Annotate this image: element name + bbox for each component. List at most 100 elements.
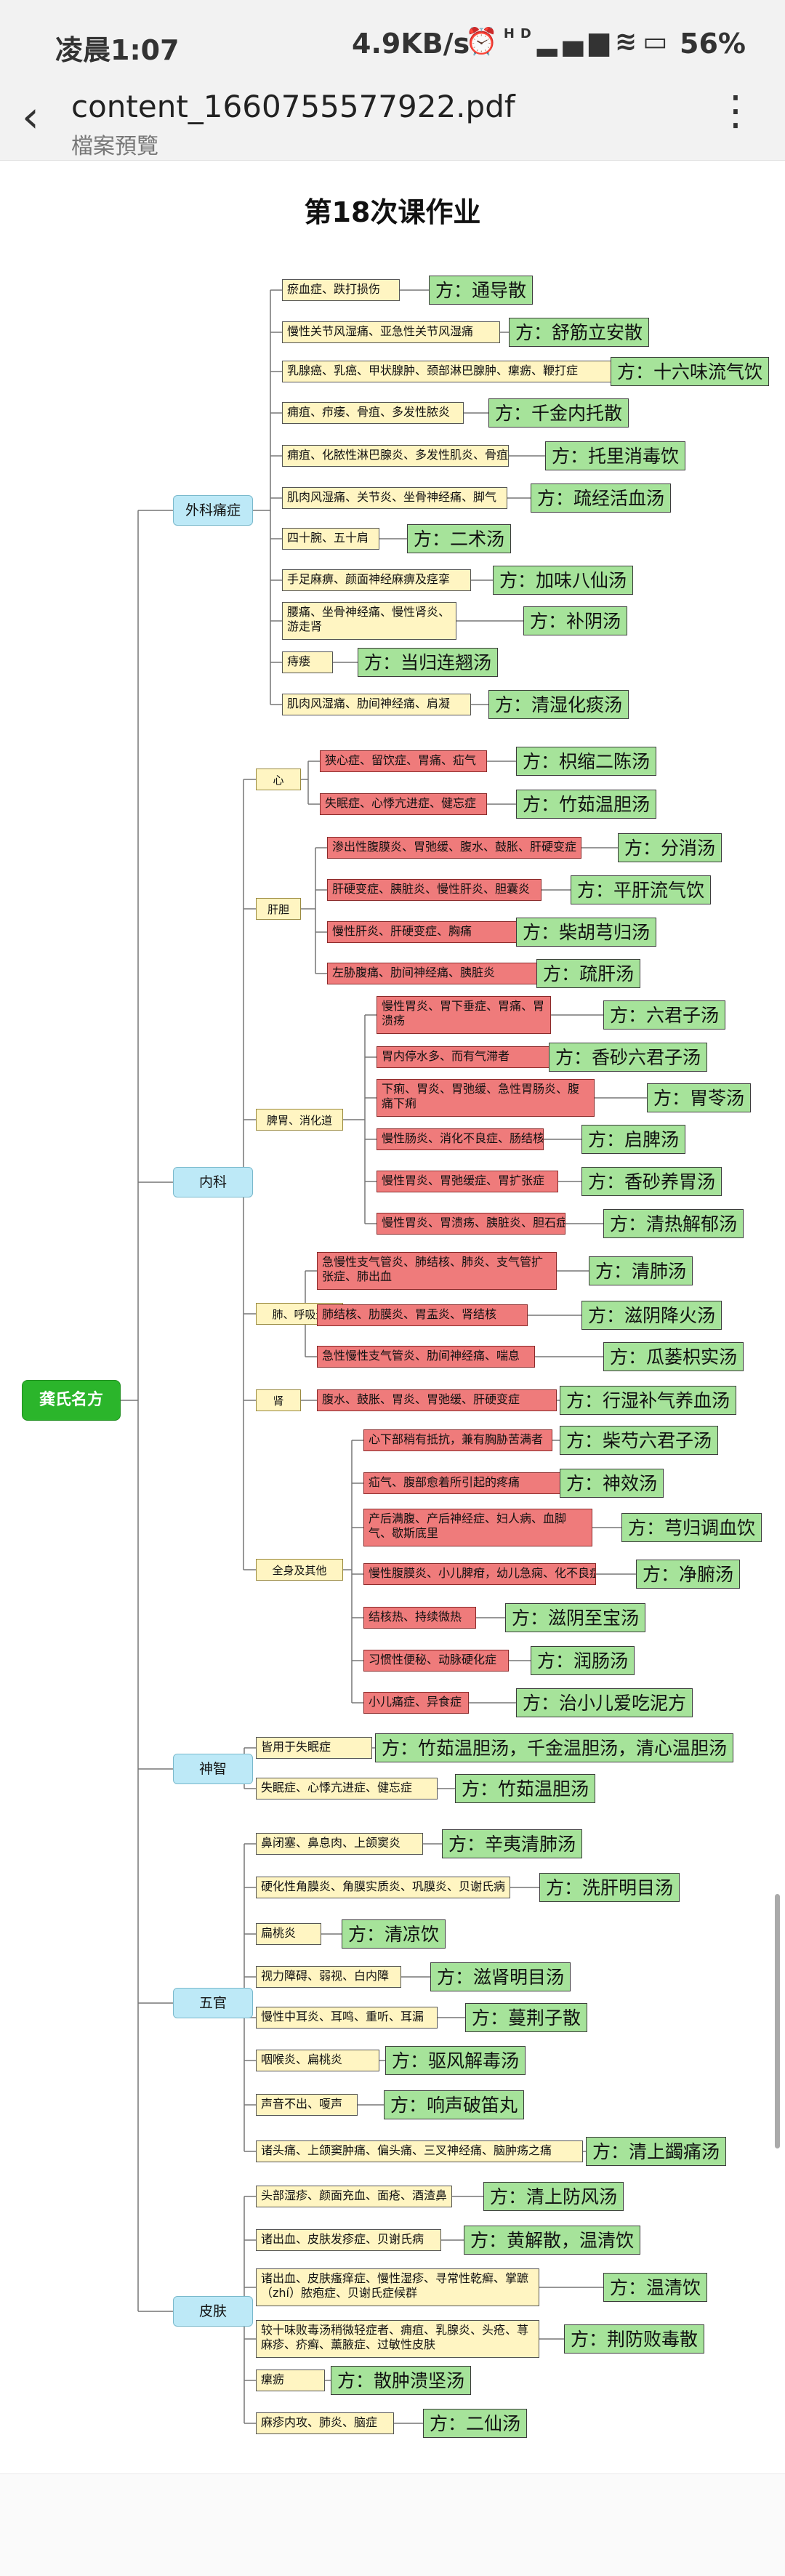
symptom-box: 慢性胃炎、胃溃疡、胰脏炎、胆石症 bbox=[377, 1213, 565, 1235]
symptom-box: 慢性肠炎、消化不良症、肠结核 bbox=[377, 1128, 544, 1150]
symptom-box: 痔瘘 bbox=[282, 651, 333, 673]
symptom-box: 渗出性腹膜炎、胃弛缓、腹水、鼓胀、肝硬变症 bbox=[327, 837, 581, 859]
symptom-box: 瘀血症、跌打损伤 bbox=[282, 279, 400, 301]
status-net-speed: 4.9KB/s bbox=[352, 28, 470, 60]
symptom-box: 下痢、胃炎、胃弛缓、急性胃肠炎、腹痛下痢 bbox=[377, 1079, 595, 1117]
symptom-box: 腹水、鼓胀、胃炎、胃弛缓、肝硬变症 bbox=[317, 1389, 557, 1411]
symptom-box: 诸头痛、上颌窦肿痛、偏头痛、三叉神经痛、脑肿疡之痛 bbox=[256, 2140, 583, 2162]
symptom-box: 小儿痛症、异食症 bbox=[363, 1692, 469, 1714]
symptom-box: 声音不出、嗄声 bbox=[256, 2094, 358, 2116]
prescription-box: 方：柴芍六君子汤 bbox=[560, 1426, 719, 1455]
prescription-box: 方：补阴汤 bbox=[523, 606, 628, 635]
app-toolbar: ‹ content_1660755577922.pdf 檔案預覽 ⋮ bbox=[0, 87, 785, 161]
symptom-box: 手足麻痹、颜面神经麻痹及痉挛 bbox=[282, 569, 471, 591]
hd-signal-icon: HD bbox=[503, 26, 537, 41]
prescription-box: 方：润肠汤 bbox=[531, 1646, 635, 1675]
prescription-box: 方：疏经活血汤 bbox=[531, 483, 672, 513]
prescription-box: 方：清热解郁汤 bbox=[603, 1209, 744, 1238]
prescription-box: 方：行湿补气养血汤 bbox=[560, 1386, 737, 1415]
symptom-box: 诸出血、皮肤瘙痒症、慢性湿疹、寻常性乾癣、掌蹠（zhí）脓疱症、贝谢氏症候群 bbox=[256, 2268, 539, 2306]
symptom-box: 狭心症、留饮症、胃痛、疝气 bbox=[320, 750, 487, 772]
prescription-box: 方：柴胡芎归汤 bbox=[516, 918, 657, 947]
symptom-box: 肌肉风湿痛、肋间神经痛、肩凝 bbox=[282, 694, 471, 715]
prescription-box: 方：清湿化痰汤 bbox=[488, 690, 629, 719]
symptom-box: 腰痛、坐骨神经痛、慢性肾炎、游走肾 bbox=[282, 602, 456, 640]
symptom-box: 失眠症、心悸亢进症、健忘症 bbox=[256, 1778, 438, 1799]
symptom-box: 较十味败毒汤稍微轻症者、痈疽、乳腺炎、头疮、荨麻疹、疥癣、薰腋症、过敏性皮肤 bbox=[256, 2320, 539, 2358]
back-icon[interactable]: ‹ bbox=[22, 92, 39, 143]
prescription-box: 方：十六味流气饮 bbox=[611, 357, 770, 386]
symptom-box: 痈疽、疖痿、骨疽、多发性脓炎 bbox=[282, 402, 464, 424]
symptom-box: 慢性胃炎、胃下垂症、胃痛、胃溃疡 bbox=[377, 996, 551, 1034]
symptom-box: 扁桃炎 bbox=[256, 1923, 321, 1945]
symptom-box: 肝硬变症、胰脏炎、慢性肝炎、胆囊炎 bbox=[327, 879, 542, 901]
prescription-box: 方：滋阴至宝汤 bbox=[505, 1603, 646, 1632]
prescription-box: 方：神效汤 bbox=[560, 1469, 664, 1498]
prescription-box: 方：二仙汤 bbox=[423, 2409, 528, 2438]
symptom-box: 失眠症、心悸亢进症、健忘症 bbox=[320, 793, 487, 815]
prescription-box: 方：竹茹温胆汤，千金温胆汤，清心温胆汤 bbox=[375, 1733, 734, 1762]
scrollbar[interactable] bbox=[775, 1894, 780, 2148]
prescription-box: 方：枳缩二陈汤 bbox=[516, 747, 657, 776]
category-node: 内科 bbox=[173, 1167, 253, 1197]
prescription-box: 方：荆防败毒散 bbox=[564, 2324, 705, 2354]
prescription-box: 方：竹茹温胆汤 bbox=[455, 1774, 596, 1803]
symptom-box: 结核热、持续微热 bbox=[363, 1607, 476, 1629]
symptom-box: 慢性肝炎、肝硬变症、胸痛 bbox=[327, 921, 538, 943]
symptom-box: 咽喉炎、扁桃炎 bbox=[256, 2050, 379, 2071]
prescription-box: 方：分消汤 bbox=[618, 833, 722, 862]
symptom-box: 鼻闭塞、鼻息肉、上颌窦炎 bbox=[256, 1833, 423, 1855]
file-subtitle: 檔案預覽 bbox=[71, 134, 158, 159]
symptom-box: 产后满腹、产后神经症、妇人病、血脚气、歇斯底里 bbox=[363, 1509, 592, 1546]
group-node: 全身及其他 bbox=[256, 1559, 343, 1581]
more-options-icon[interactable]: ⋮ bbox=[715, 87, 757, 135]
prescription-box: 方：当归连翘汤 bbox=[358, 648, 499, 677]
prescription-box: 方：洗肝明目汤 bbox=[539, 1873, 680, 1902]
category-node: 皮肤 bbox=[173, 2296, 253, 2327]
prescription-box: 方：竹茹温胆汤 bbox=[516, 790, 657, 819]
status-time: 凌晨1:07 bbox=[55, 34, 180, 66]
symptom-box: 瘰疬 bbox=[256, 2370, 325, 2391]
symptom-box: 慢性中耳炎、耳鸣、重听、耳漏 bbox=[256, 2007, 438, 2029]
symptom-box: 硬化性角膜炎、角膜实质炎、巩膜炎、贝谢氏病 bbox=[256, 1877, 510, 1898]
prescription-box: 方：香砂养胃汤 bbox=[581, 1167, 722, 1196]
symptom-box: 慢性胃炎、胃弛缓症、胃扩张症 bbox=[377, 1171, 558, 1192]
symptom-box: 诸出血、皮肤发疹症、贝谢氏病 bbox=[256, 2229, 441, 2251]
prescription-box: 方：黄解散，温清饮 bbox=[464, 2226, 641, 2255]
prescription-box: 方：清凉饮 bbox=[342, 1919, 446, 1949]
category-node: 五官 bbox=[173, 1988, 253, 2018]
symptom-box: 皆用于失眠症 bbox=[256, 1737, 372, 1759]
prescription-box: 方：净腑汤 bbox=[636, 1560, 741, 1589]
bottom-area bbox=[0, 2473, 785, 2576]
symptom-box: 四十腕、五十肩 bbox=[282, 528, 379, 550]
symptom-box: 头部湿疹、颜面充血、面疮、酒渣鼻 bbox=[256, 2186, 452, 2207]
symptom-box: 习惯性便秘、动脉硬化症 bbox=[363, 1650, 509, 1672]
prescription-box: 方：启脾汤 bbox=[581, 1125, 686, 1154]
prescription-box: 方：芎归调血饮 bbox=[621, 1513, 762, 1542]
symptom-box: 视力障碍、弱视、白内障 bbox=[256, 1966, 401, 1988]
prescription-box: 方：托里消毒饮 bbox=[545, 441, 686, 470]
symptom-box: 肺结核、肋膜炎、胃盂炎、肾结核 bbox=[317, 1304, 528, 1326]
prescription-box: 方：清上防风汤 bbox=[483, 2182, 624, 2211]
prescription-box: 方：瓜蒌枳实汤 bbox=[603, 1342, 744, 1371]
prescription-box: 方：六君子汤 bbox=[603, 1000, 726, 1030]
pdf-page[interactable]: 第18次课作业 龚氏名方外科痛症瘀血症、跌打损伤方：通导散慢性关节风湿痛、亚急性… bbox=[0, 161, 785, 2473]
prescription-box: 方：平肝流气饮 bbox=[571, 875, 712, 904]
prescription-box: 方：通导散 bbox=[429, 276, 534, 305]
group-node: 肾 bbox=[256, 1389, 301, 1411]
prescription-box: 方：治小儿爱吃泥方 bbox=[516, 1688, 693, 1717]
prescription-box: 方：疏肝汤 bbox=[536, 959, 641, 988]
root-node: 龚氏名方 bbox=[22, 1380, 121, 1421]
prescription-box: 方：响声破笛丸 bbox=[384, 2090, 525, 2119]
prescription-box: 方：温清饮 bbox=[603, 2273, 708, 2302]
symptom-box: 慢性腹膜炎、小儿脾疳，幼儿急痫、化不良症 bbox=[363, 1563, 596, 1585]
symptom-box: 急慢性支气管炎、肺结核、肺炎、支气管扩张症、肺出血 bbox=[317, 1252, 557, 1290]
status-bar: 凌晨1:07 4.9KB/s ⏰HD▂▄▆≋▭ 56% bbox=[0, 0, 785, 87]
prescription-box: 方：加味八仙汤 bbox=[493, 566, 634, 595]
prescription-box: 方：散肿溃坚汤 bbox=[331, 2366, 472, 2395]
prescription-box: 方：滋阴降火汤 bbox=[581, 1301, 722, 1330]
prescription-box: 方：清上蠲痛汤 bbox=[586, 2137, 727, 2166]
symptom-box: 左胁腹痛、肋间神经痛、胰脏炎 bbox=[327, 963, 538, 984]
status-icons: ⏰HD▂▄▆≋▭ bbox=[465, 26, 673, 57]
symptom-box: 胃内停水多、而有气滞者 bbox=[377, 1046, 551, 1068]
